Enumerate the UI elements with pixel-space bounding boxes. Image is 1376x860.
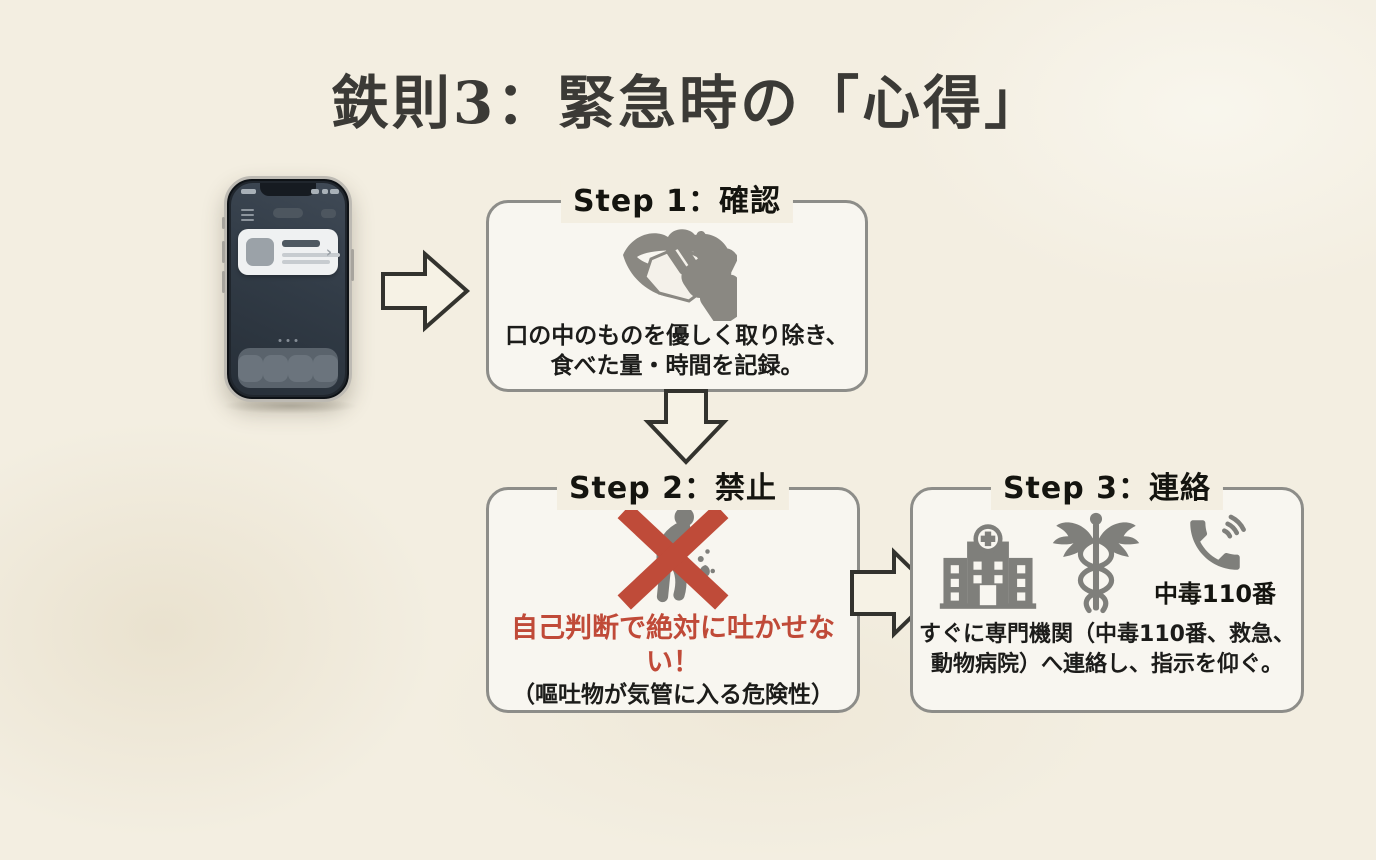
- step2-title: Step 2：禁止: [556, 468, 790, 510]
- smartphone-illustration: ›: [222, 176, 354, 402]
- step1-box: Step 1：確認 口の中のものを優しく取り除き、 食べた量・時間を記録。: [486, 181, 868, 392]
- phone-drop-shadow: [222, 398, 358, 414]
- notification-text-line: [282, 260, 330, 264]
- step1-text-line: 食べた量・時間を記録。: [550, 353, 804, 379]
- step1-text-line: 口の中のものを優しく取り除き、: [505, 323, 849, 349]
- phone-screen: ›: [231, 183, 345, 395]
- signal-icon: [311, 189, 319, 194]
- screen-header-pill: [273, 208, 303, 218]
- notification-card: ›: [238, 229, 340, 275]
- notification-title-line: [282, 240, 320, 247]
- dock-app-icon: [288, 354, 313, 382]
- caduceus-icon: [1052, 512, 1140, 614]
- wifi-icon: [322, 189, 328, 194]
- step3-text-line: すぐに専門機関（中毒110番、救急、: [919, 622, 1295, 647]
- step3-icons-row: 中毒110番: [938, 512, 1276, 614]
- screen-header-chip: [321, 209, 336, 218]
- notification-avatar: [246, 238, 274, 266]
- step3-text-line: 動物病院）へ連絡し、指示を仰ぐ。: [930, 652, 1283, 677]
- mouth-clean-hand-icon: [623, 229, 737, 321]
- hospital-icon: [939, 524, 1037, 609]
- phone-contact-group: 中毒110番: [1154, 512, 1276, 608]
- step2-warning-text: 自己判断で絶対に吐かせない！: [511, 613, 835, 678]
- step3-box: Step 3：連絡: [910, 468, 1304, 713]
- step2-box: Step 2：禁止 自己判断で絶対に吐かせない！ （嘔吐物が気管に入る危険性）: [486, 468, 860, 713]
- step3-title: Step 3：連絡: [990, 468, 1224, 510]
- hamburger-menu-icon: [241, 209, 254, 224]
- page-title: 鉄則3：緊急時の「心得」: [330, 69, 1046, 137]
- poison-hotline-caption: 中毒110番: [1153, 580, 1277, 608]
- watercolor-texture-blob: [0, 420, 440, 840]
- phone-side-button: [222, 241, 225, 263]
- watercolor-texture-blob: [900, 0, 1376, 300]
- phone-side-button: [351, 249, 354, 281]
- status-time-placeholder: [241, 189, 256, 194]
- dock-app-icon: [313, 354, 338, 382]
- notification-text-line: [282, 253, 340, 257]
- phone-side-button: [222, 217, 225, 229]
- chevron-right-icon: ›: [325, 243, 332, 261]
- phone-notch: [260, 183, 316, 196]
- dock-app-icon: [263, 354, 288, 382]
- block-arrow-down-icon: [643, 389, 729, 465]
- page-indicator-dots: [278, 339, 298, 342]
- battery-icon: [330, 189, 339, 194]
- no-induce-vomiting-icon: [617, 503, 729, 610]
- block-arrow-right-icon: [381, 249, 471, 333]
- step2-note-text: （嘔吐物が気管に入る危険性）: [512, 682, 834, 708]
- dock-app-icon: [238, 354, 263, 382]
- phone-call-icon: [1190, 514, 1246, 570]
- phone-dock: [238, 348, 338, 388]
- phone-side-button: [222, 271, 225, 293]
- step1-title: Step 1：確認: [560, 181, 794, 223]
